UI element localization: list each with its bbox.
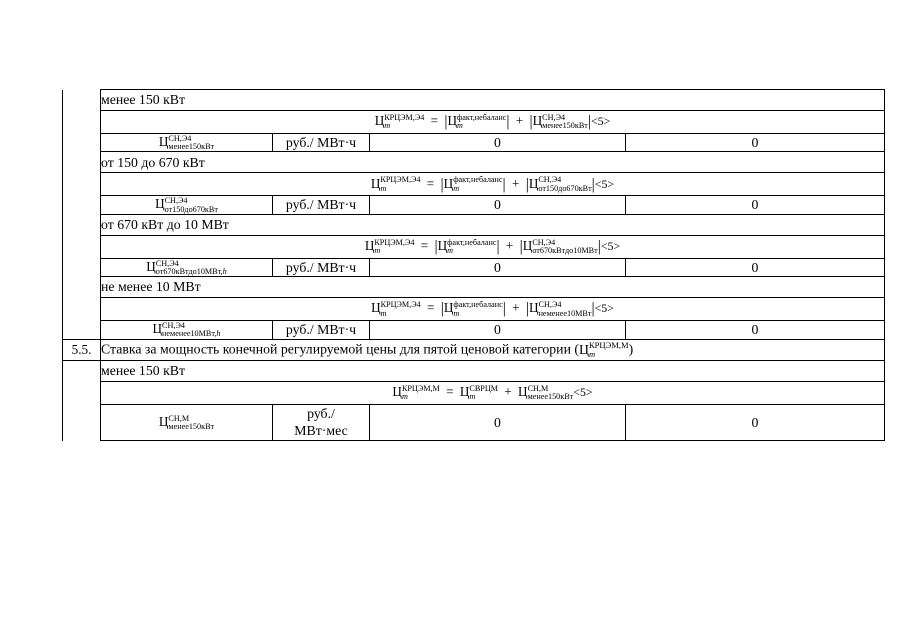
- value-cell-1: 0: [369, 132, 626, 153]
- value-cell-1: 0: [369, 195, 626, 215]
- capacity-range-header: не менее 10 МВт: [99, 276, 886, 299]
- table-row: менее 150 кВт: [62, 89, 886, 111]
- unit-cell: руб./ МВт·ч: [272, 320, 370, 340]
- value-cell-2: 0: [624, 403, 886, 442]
- value-cell-1: 0: [369, 320, 626, 340]
- row-number-spacer: [62, 195, 101, 215]
- capacity-range-header: от 150 до 670 кВт: [99, 151, 886, 174]
- row-number-spacer: [62, 320, 101, 340]
- row-number-spacer: [62, 110, 101, 134]
- row-number-spacer: [62, 214, 101, 236]
- value-cell-1: 0: [369, 257, 626, 278]
- row-number-spacer: [62, 89, 101, 111]
- value-cell-2: 0: [624, 132, 886, 153]
- section-title-cell: Ставка за мощность конечной регулируемой…: [99, 338, 886, 361]
- row-number-spacer: [62, 235, 101, 259]
- unit-cell: руб./ МВт·ч: [272, 257, 370, 278]
- row-number-spacer: [62, 381, 101, 405]
- capacity-range-header: менее 150 кВт: [99, 359, 886, 382]
- table-row: 5.5.Ставка за мощность конечной регулиру…: [62, 338, 886, 361]
- unit-cell: руб./ МВт·ч: [272, 195, 370, 215]
- value-cell-2: 0: [624, 195, 886, 215]
- row-number-spacer: [62, 360, 101, 382]
- table-row: от 150 до 670 кВт: [62, 151, 886, 174]
- row-number-spacer: [62, 297, 101, 321]
- value-cell-2: 0: [624, 257, 886, 278]
- row-number-spacer: [62, 133, 101, 152]
- capacity-range-header: от 670 кВт до 10 МВт: [99, 213, 886, 236]
- unit-cell: руб./МВт·мес: [272, 403, 370, 442]
- unit-cell: руб./ МВт·ч: [272, 132, 370, 153]
- value-cell-2: 0: [624, 320, 886, 340]
- value-cell-1: 0: [369, 403, 626, 442]
- row-number-spacer: [62, 151, 101, 173]
- table-row: не менее 10 МВт: [62, 276, 886, 299]
- row-number-spacer: [62, 172, 101, 196]
- table-row: от 670 кВт до 10 МВт: [62, 213, 886, 236]
- table-row: менее 150 кВт: [62, 359, 886, 382]
- capacity-range-header: менее 150 кВт: [99, 89, 886, 111]
- row-number-cell: 5.5.: [62, 338, 101, 361]
- row-number-spacer: [62, 258, 101, 277]
- row-number-spacer: [62, 276, 101, 298]
- row-number-spacer: [62, 404, 101, 441]
